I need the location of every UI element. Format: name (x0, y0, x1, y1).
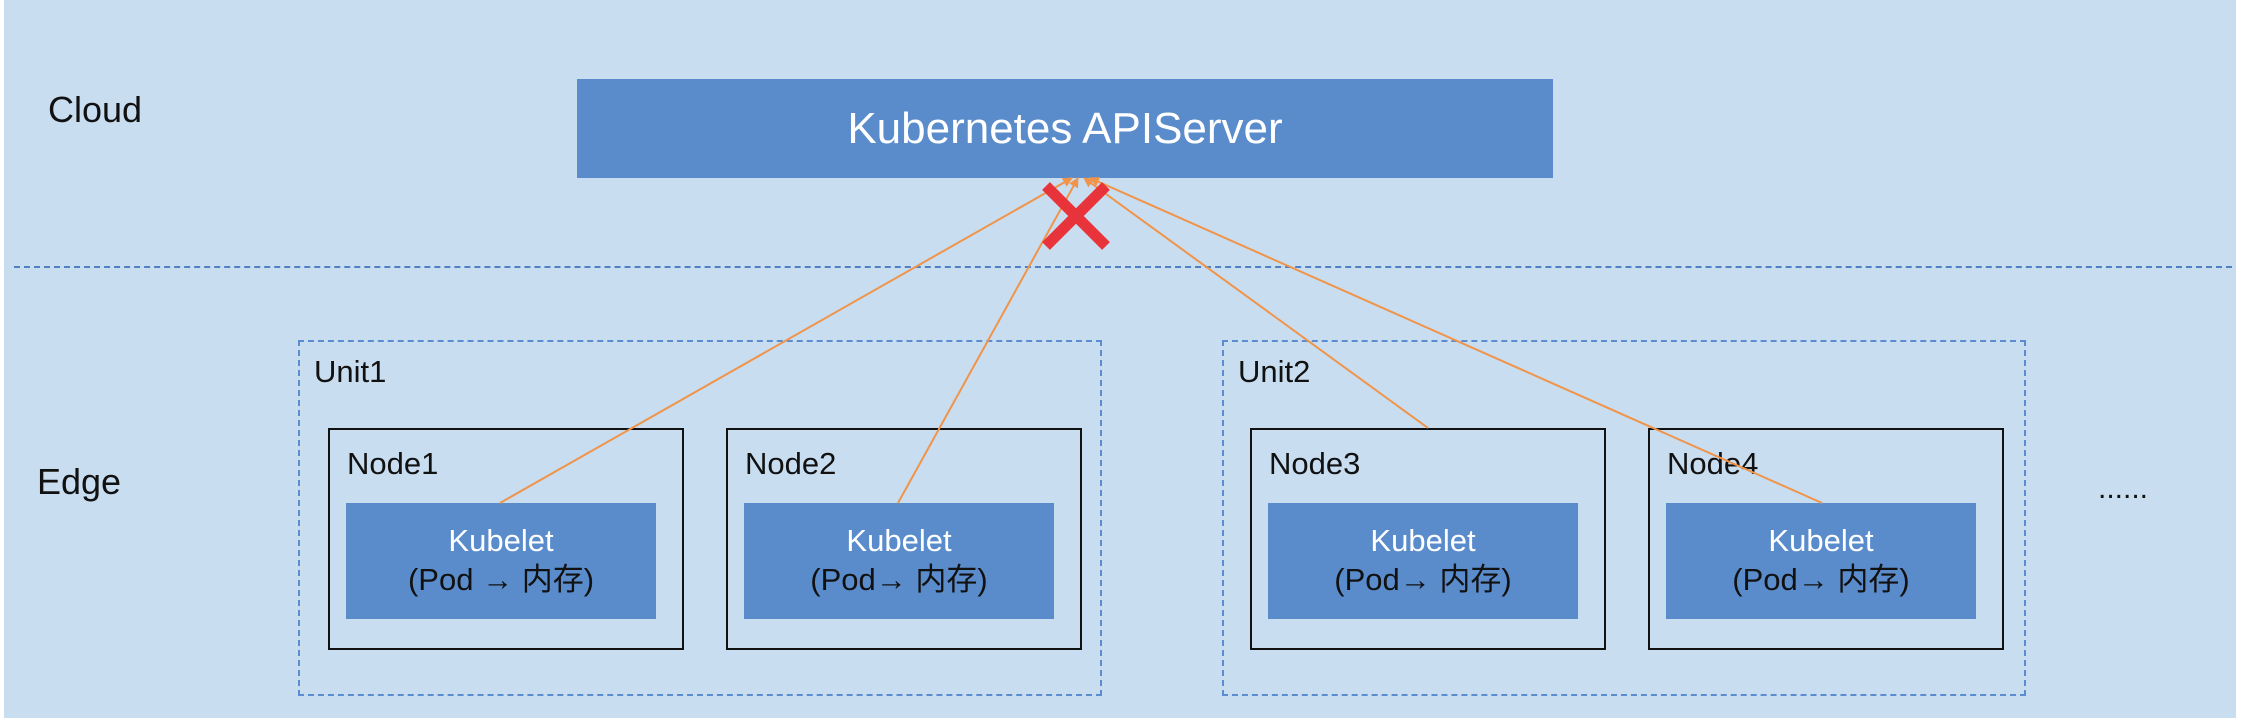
edge-zone-label: Edge (37, 461, 122, 502)
unit-1-label: Unit1 (314, 354, 387, 389)
node-2-label: Node2 (745, 446, 837, 481)
node-1-kubelet: Kubelet (Pod → 内存) (346, 503, 656, 619)
node-1-label: Node1 (347, 446, 439, 481)
node-2-kubelet-title: Kubelet (846, 523, 952, 559)
more-units-indicator: ...... (2098, 472, 2149, 505)
node-3-kubelet-title: Kubelet (1370, 523, 1476, 559)
node-2-kubelet: Kubelet (Pod→ 内存) (744, 503, 1054, 619)
node-2-box: Node2 Kubelet (Pod→ 内存) (726, 428, 1082, 650)
apiserver-box: Kubernetes APIServer (577, 79, 1553, 178)
unit-1-group: Unit1 Node1 Kubelet (Pod → 内存) Node2 Kub… (298, 340, 1102, 696)
node-1-box: Node1 Kubelet (Pod → 内存) (328, 428, 684, 650)
node-4-kubelet-title: Kubelet (1768, 523, 1874, 559)
node-1-kubelet-title: Kubelet (448, 523, 554, 559)
node-3-label: Node3 (1269, 446, 1361, 481)
node-4-box: Node4 Kubelet (Pod→ 内存) (1648, 428, 2004, 650)
node-4-label: Node4 (1667, 446, 1759, 481)
node-4-kubelet-detail: (Pod→ 内存) (1732, 562, 1910, 597)
node-2-kubelet-detail: (Pod→ 内存) (810, 562, 988, 597)
node-4-kubelet: Kubelet (Pod→ 内存) (1666, 503, 1976, 619)
unit-2-group: Unit2 Node3 Kubelet (Pod→ 内存) Node4 Kube… (1222, 340, 2026, 696)
node-3-kubelet-detail: (Pod→ 内存) (1334, 562, 1512, 597)
cloud-edge-divider (14, 266, 2232, 268)
node-3-box: Node3 Kubelet (Pod→ 内存) (1250, 428, 1606, 650)
node-1-kubelet-detail: (Pod → 内存) (407, 562, 595, 597)
unit-2-label: Unit2 (1238, 354, 1311, 389)
node-3-kubelet: Kubelet (Pod→ 内存) (1268, 503, 1578, 619)
cloud-zone-label: Cloud (48, 89, 143, 130)
